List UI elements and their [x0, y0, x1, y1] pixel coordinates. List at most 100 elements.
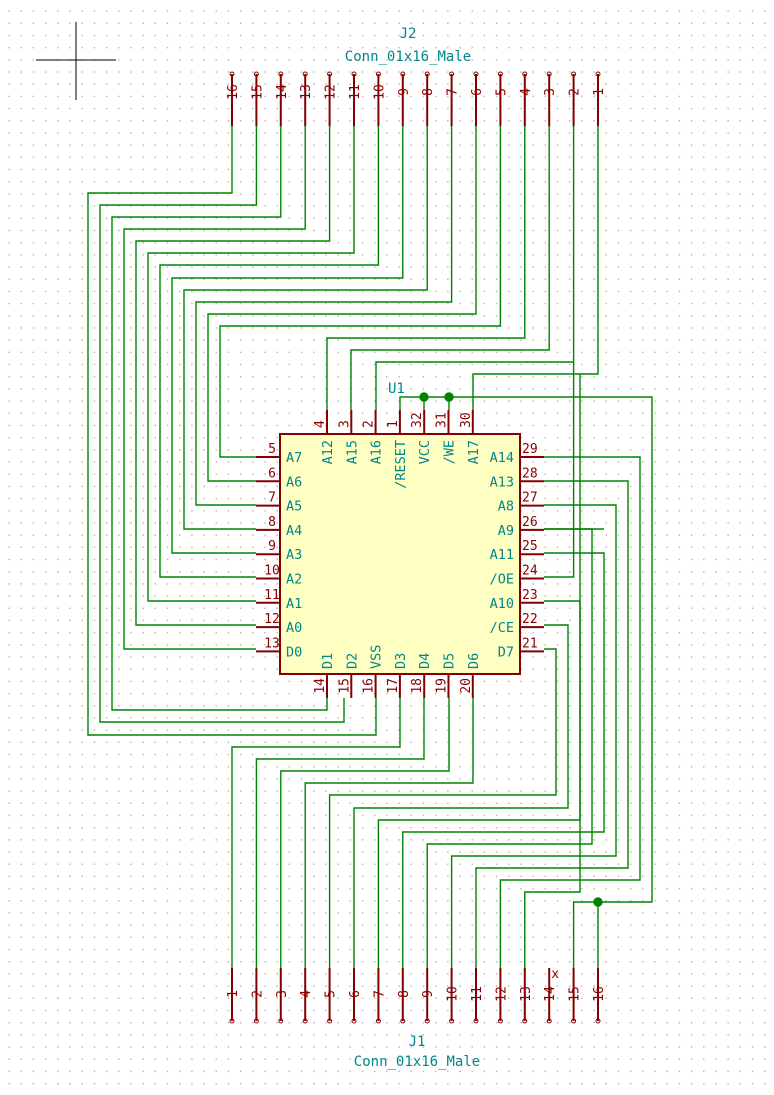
j1-pin-number: 15: [568, 986, 583, 1002]
u1-pin-number: 11: [264, 588, 280, 603]
u1-pin-number: 32: [410, 412, 425, 428]
j1-pin-number: 3: [275, 990, 290, 998]
j1-pin-end: [595, 1018, 601, 1024]
wire-a8-j1: [450, 504, 617, 968]
j2-pin-end: [595, 71, 601, 77]
u1-pin-number: 23: [522, 588, 538, 603]
u1-pin-name: D2: [344, 653, 360, 669]
j2-pin-number: 16: [226, 84, 241, 100]
u1-pin-name: A3: [286, 547, 302, 563]
u1-pin-name: A9: [498, 523, 514, 539]
u1-pin-number: 19: [435, 678, 450, 694]
wire-a16: [375, 126, 575, 410]
wire-a9-j1: [426, 528, 593, 968]
j2-pin-end: [278, 71, 284, 77]
u1-pin-name: A8: [498, 499, 514, 515]
wire-a7: [219, 126, 502, 458]
j2-pin-number: 5: [494, 88, 509, 96]
j2-pin-number: 12: [324, 84, 339, 100]
j2-pin-number: 2: [568, 88, 583, 96]
j1-pin-end: [327, 1018, 333, 1024]
wire-a1: [147, 126, 355, 602]
wire-d2: [99, 126, 345, 723]
j1-pin-number: 5: [324, 990, 339, 998]
j1-pin-number: 8: [397, 990, 412, 998]
u1-pin-number: 7: [268, 491, 276, 506]
u1-pin-number: 3: [337, 420, 352, 428]
j2-pin-number: 6: [470, 88, 485, 96]
u1-pin-name: A17: [466, 440, 482, 464]
wire-a4: [183, 126, 428, 530]
u1-pin-name: A4: [286, 523, 302, 539]
u1-pin-number: 29: [522, 442, 538, 457]
u1-pin-number: 25: [522, 539, 538, 554]
wire-d1: [111, 126, 328, 711]
no-connect-marker: x: [551, 967, 559, 982]
j1-pin-number: 16: [592, 986, 607, 1002]
wire-a3: [171, 126, 404, 554]
u1-pin-number: 8: [268, 515, 276, 530]
u1-pin-name: A14: [490, 450, 514, 466]
u1-pin-name: D0: [286, 644, 302, 660]
j1-pin-number: 9: [421, 990, 436, 998]
wire-d7b-j1: [304, 698, 474, 968]
j1-pin-end: [424, 1018, 430, 1024]
j2-pin-end: [400, 71, 406, 77]
u1-pin-name: VSS: [369, 645, 385, 669]
u1-pin-name: A16: [369, 440, 385, 464]
j2-pin-end: [522, 71, 528, 77]
wire-a0: [135, 126, 331, 626]
wire-a5: [195, 126, 453, 506]
j1-pin-end: [229, 1018, 235, 1024]
j1-pin-end: [473, 1018, 479, 1024]
j2-pin-number: 3: [543, 88, 558, 96]
j1-pin-end: [253, 1018, 259, 1024]
u1-pin-number: 22: [522, 612, 538, 627]
j2-pin-number: 1: [592, 88, 607, 96]
u1-pin-name: A13: [490, 474, 514, 490]
j2-pin-number: 8: [421, 88, 436, 96]
u1-pin-name: D6: [466, 653, 482, 669]
wire-ce-j1: [353, 624, 569, 968]
junction-dot: [419, 392, 429, 402]
j2-pin-end: [424, 71, 430, 77]
wire-d7-j1: [328, 648, 557, 968]
wire-d5-j1: [255, 698, 425, 968]
u1-pin-number: 30: [459, 412, 474, 428]
j1-pin-end: [497, 1018, 503, 1024]
j2-pin-number: 7: [446, 88, 461, 96]
wire-d0: [123, 126, 306, 650]
j1-pin-number: 10: [446, 986, 461, 1002]
j1-pin-end: [546, 1018, 552, 1024]
u1-pin-number: 24: [522, 564, 538, 579]
wire-a14-j1: [499, 456, 641, 968]
wire-vcc-j1-15: [572, 901, 598, 968]
u1-pin-name: A5: [286, 499, 302, 515]
u1-pin-number: 16: [362, 678, 377, 694]
j2-pin-end: [449, 71, 455, 77]
j1-pin-number: 7: [372, 990, 387, 998]
u1-pin-name: A15: [344, 440, 360, 464]
j2-pin-end: [546, 71, 552, 77]
u1-pin-name: A7: [286, 450, 302, 466]
j2-value: Conn_01x16_Male: [345, 49, 471, 65]
j2-pin-number: 10: [372, 84, 387, 100]
u1-pin-number: 5: [268, 442, 276, 457]
u1-pin-number: 6: [268, 466, 276, 481]
u1-pin-number: 18: [410, 678, 425, 694]
j1-pin-number: 4: [299, 990, 314, 998]
u1-pin-name: /RESET: [393, 440, 409, 489]
u1-pin-name: VCC: [417, 440, 433, 464]
u1-pin-name: D7: [498, 644, 514, 660]
j1-pin-end: [278, 1018, 284, 1024]
u1-pin-name: A6: [286, 474, 302, 490]
u1-pin-number: 20: [459, 678, 474, 694]
u1-reference: U1: [388, 381, 405, 397]
u1-pin-number: 26: [522, 515, 538, 530]
j2-pin-number: 15: [250, 84, 265, 100]
wire-vcc: [399, 396, 653, 903]
wire-a12: [326, 126, 526, 410]
